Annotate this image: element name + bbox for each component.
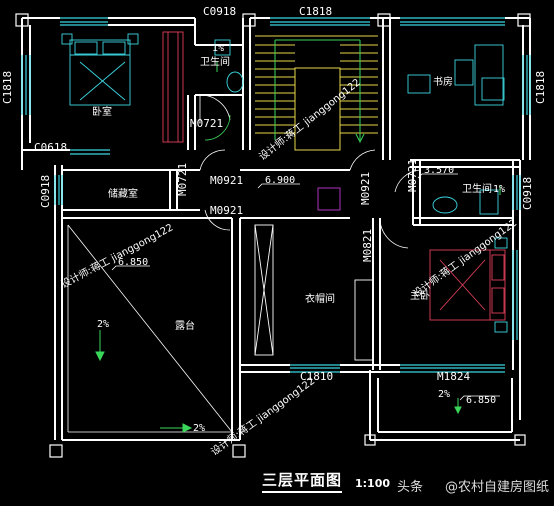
window-marks <box>21 17 531 373</box>
room-label-study: 书房 <box>433 77 453 88</box>
room-label-bath-right: 卫生间 <box>462 184 492 195</box>
columns <box>15 13 531 458</box>
slope-bath-top: 1% <box>212 43 225 54</box>
room-label-cloakroom: 衣帽间 <box>305 294 335 305</box>
window-label-c1818-right: C1818 <box>534 70 547 104</box>
door-label-m0721-left: M0721 <box>176 162 189 196</box>
window-label-c0618: C0618 <box>34 141 68 154</box>
slope-arrows <box>95 62 501 433</box>
slope-balcony: 2% <box>438 389 451 400</box>
elevation-bath-right: 3.570 <box>424 165 455 176</box>
slope-terrace-b: 2% <box>193 423 206 434</box>
room-label-bath-top: 卫生间 <box>200 57 230 68</box>
furniture <box>61 31 508 361</box>
window-label-c0918-top: C0918 <box>203 5 237 18</box>
door-swings <box>199 94 421 249</box>
door-label-m0721-top: M0721 <box>190 117 224 130</box>
publisher-name: @农村自建房图纸 <box>445 480 550 495</box>
room-label-master-bedroom: 主卧 <box>410 291 430 302</box>
window-label-c1810: C1810 <box>300 370 334 383</box>
drawing-title: 三层平面图 <box>262 469 343 493</box>
elevation-markers <box>111 173 500 401</box>
outer-walls <box>21 17 531 441</box>
window-label-c1818-left: C1818 <box>1 70 14 104</box>
slope-bath-right: 1% <box>493 184 506 195</box>
elevation-terrace: 6.850 <box>118 257 149 268</box>
slope-terrace-a: 2% <box>97 319 110 330</box>
door-label-m0921-hall: M0921 <box>210 174 244 187</box>
publisher-prefix: 头条 <box>397 480 424 495</box>
elevation-balcony: 6.850 <box>466 395 497 406</box>
elevation-hall: 6.900 <box>265 175 296 186</box>
door-label-m1824: M1824 <box>437 370 471 383</box>
window-label-c1818-top: C1818 <box>299 5 333 18</box>
door-label-m0921-vertical: M0921 <box>359 171 372 205</box>
door-label-m0721-right: M0721 <box>406 158 419 192</box>
window-label-c0918-right: C0918 <box>521 176 534 210</box>
room-label-bedroom: 卧室 <box>92 107 112 118</box>
drawing-scale: 1:100 <box>355 477 391 490</box>
room-label-storage: 储藏室 <box>108 189 138 200</box>
stair-arrows <box>274 39 365 144</box>
door-label-m0821: M0821 <box>361 228 374 262</box>
terrace-lines <box>67 224 233 433</box>
room-label-terrace: 露台 <box>175 321 195 332</box>
door-label-m0921-lower: M0921 <box>210 204 244 217</box>
window-label-c0918-left: C0918 <box>39 174 52 208</box>
